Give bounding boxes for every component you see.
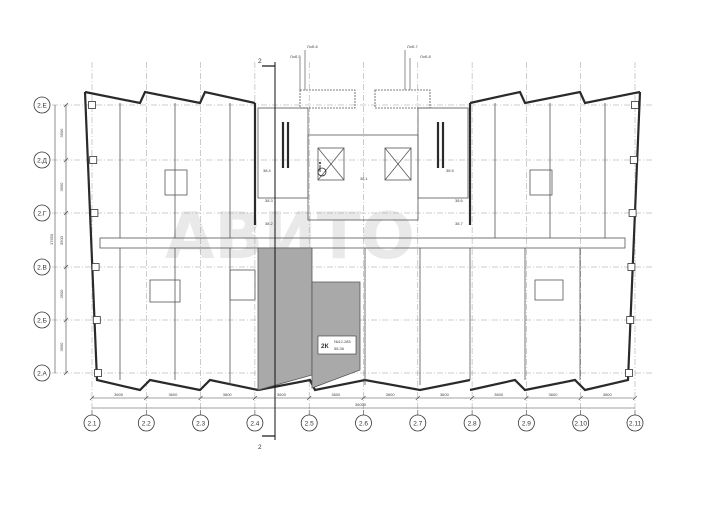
axis-bubbles-left: 2.Е 2.Д 2.Г 2.В 2.Б 2.А: [33, 96, 51, 382]
dimension-lines: 36000 17550 3600 3600 3600 3600 3600 3600 3600…: [49, 102, 638, 409]
room-label: 38.7: [455, 221, 464, 226]
room-label: 38.2: [265, 221, 274, 226]
pier: [631, 101, 639, 109]
span-dimension: 3600: [277, 392, 287, 397]
axis-bubble: 2.10: [572, 410, 590, 432]
riser-label: Лоб-6: [307, 44, 318, 49]
span-dimension: 3600: [114, 392, 124, 397]
exterior-walls: [83, 90, 642, 392]
pier: [626, 316, 635, 324]
interior-walls: [99, 89, 626, 385]
riser-label: Лоб-5: [290, 54, 301, 59]
row-dimension: 3500: [59, 128, 64, 138]
svg-text:2.10: 2.10: [574, 421, 587, 428]
wheelchair-icon: [317, 162, 327, 177]
svg-text:2.1: 2.1: [87, 421, 96, 428]
row-dimension: 3500: [59, 235, 64, 245]
svg-text:2.8: 2.8: [468, 421, 477, 428]
axis-bubble: 2.5: [300, 410, 318, 432]
span-dimension: 3600: [440, 392, 450, 397]
section-mark-bottom: 2: [258, 444, 262, 451]
apartment-tag: [317, 335, 357, 355]
row-dimension: 3500: [59, 289, 64, 299]
row-dimension: 3550: [59, 342, 64, 352]
room-label: 38.3: [265, 198, 274, 203]
axis-bubble: 2.Д: [33, 151, 51, 169]
pier: [92, 316, 101, 324]
axis-bubble: 2.2: [137, 410, 155, 432]
span-dimension: 3600: [494, 392, 504, 397]
axis-bubble: 2.В: [33, 258, 51, 276]
apartment-area: 58,36: [334, 346, 345, 351]
pier: [625, 369, 633, 377]
span-dimension: 3600: [223, 392, 233, 397]
svg-text:2.Б: 2.Б: [37, 318, 47, 325]
svg-text:2.4: 2.4: [250, 421, 259, 428]
svg-text:2.6: 2.6: [359, 421, 368, 428]
overall-width: 36000: [355, 402, 367, 407]
axis-bubble: 2.1: [83, 410, 101, 432]
pier: [629, 156, 638, 164]
pier: [89, 156, 98, 164]
svg-text:2.Г: 2.Г: [38, 211, 47, 218]
column-piers: [88, 101, 639, 377]
pier: [627, 263, 636, 271]
axis-bubble: 2.9: [518, 410, 535, 432]
axis-bubble: 2.Г: [33, 204, 51, 222]
apartment-highlight[interactable]: 2К №12-285 58,36: [257, 247, 361, 391]
svg-text:2.7: 2.7: [413, 421, 422, 428]
pier: [91, 263, 100, 271]
axis-bubble: 2.4: [246, 410, 264, 432]
room-label: 38.5: [446, 168, 455, 173]
pier: [90, 209, 99, 217]
svg-text:2.5: 2.5: [305, 421, 314, 428]
section-cut: 2 2: [258, 58, 276, 451]
axis-bubble: 2.7: [409, 410, 427, 432]
room-label: 38.1: [360, 176, 369, 181]
span-dimension: 3600: [331, 392, 341, 397]
svg-text:2.9: 2.9: [522, 421, 531, 428]
pier: [88, 101, 96, 109]
row-dimension: 3550: [59, 182, 64, 192]
overall-height: 17550: [49, 233, 54, 245]
room-labels: 38.4 38.1 38.5 38.3 38.6 38.2 38.7: [263, 168, 464, 226]
axis-bubble: 2.Е: [33, 96, 51, 114]
svg-text:2.3: 2.3: [196, 421, 205, 428]
axis-bubble: 2.8: [463, 410, 481, 432]
axis-bubble: 2.11: [626, 410, 644, 432]
svg-text:2.Д: 2.Д: [37, 158, 47, 165]
axis-bubble: 2.Б: [33, 311, 51, 329]
apartment-rooms: 2К: [321, 343, 329, 350]
riser-callouts: Лоб-6 Лоб-5 Лоб-7 Лоб-8: [290, 44, 431, 90]
riser-label: Лоб-7: [407, 44, 418, 49]
room-label: 38.4: [263, 168, 272, 173]
axis-bubble: 2.6: [355, 410, 372, 432]
svg-text:2.11: 2.11: [629, 421, 642, 428]
svg-text:2.В: 2.В: [37, 265, 47, 272]
span-dimension: 3600: [168, 392, 178, 397]
section-mark-top: 2: [258, 58, 262, 65]
room-label: 38.6: [455, 198, 464, 203]
span-dimension: 3600: [603, 392, 613, 397]
span-dimension: 3600: [549, 392, 559, 397]
riser-label: Лоб-8: [420, 54, 431, 59]
axis-bubble: 2.3: [192, 410, 210, 432]
span-dimension: 3600: [386, 392, 396, 397]
apartment-number: №12-285: [334, 339, 352, 344]
axis-bubbles-bottom: 2.1 2.2 2.3 2.4 2.5 2.6 2.7 2.8 2.9 2.10 2.11: [83, 410, 644, 432]
svg-text:2.2: 2.2: [142, 421, 151, 428]
pier: [628, 209, 637, 217]
svg-text:2.Е: 2.Е: [37, 103, 47, 110]
svg-text:2.А: 2.А: [37, 371, 47, 378]
pier: [94, 369, 102, 377]
axis-bubble: 2.А: [33, 364, 51, 382]
